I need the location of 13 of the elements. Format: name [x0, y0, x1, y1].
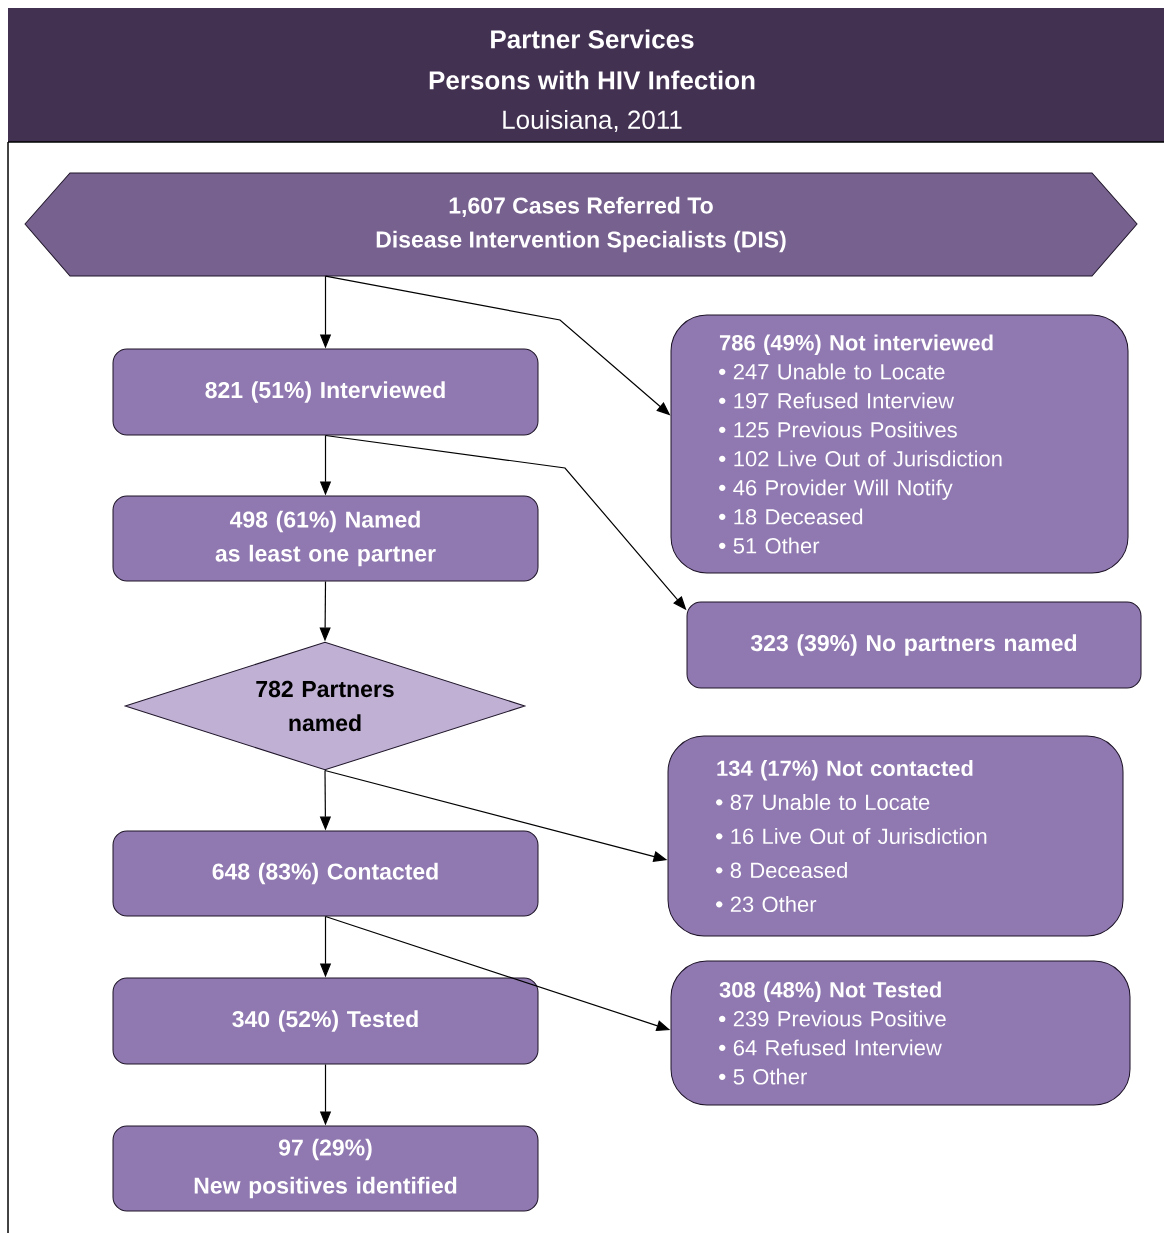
subtitle: Persons with HIV Infection [429, 70, 755, 90]
process-box: 821 (51%) Interviewed [112, 348, 539, 436]
process-box: 323 (39%) No partners named [686, 601, 1142, 689]
subtitle: Louisiana, 2011 [503, 109, 682, 133]
list-box: 134 (17%) Not contacted 87 Unable to Locate 16 Live Out of Jurisdiction 8 Deceased 23 Other [667, 735, 1124, 937]
list-box: 786 (49%) Not interviewed 247 Unable to Locate 197 Refused Interview 125 Previous Positives 102 Live Out of Jurisdiction 46 Provider Will Notify 18 Deceased 51 Other [670, 314, 1129, 574]
process-box: 340 (52%) Tested [112, 977, 539, 1065]
process-box: 498 (61%) Named as least one partner [112, 495, 539, 582]
hexagon-banner: 1,607 Cases Referred To Disease Intervention Specialists (DIS) [24, 172, 1138, 277]
process-box: 648 (83%) Contacted [112, 830, 539, 917]
process-box: 97 (29%) New positives identified [112, 1125, 539, 1212]
title: Partner Services [491, 29, 694, 49]
list-box: 308 (48%) Not Tested 239 Previous Positive 64 Refused Interview 5 Other [670, 960, 1131, 1106]
